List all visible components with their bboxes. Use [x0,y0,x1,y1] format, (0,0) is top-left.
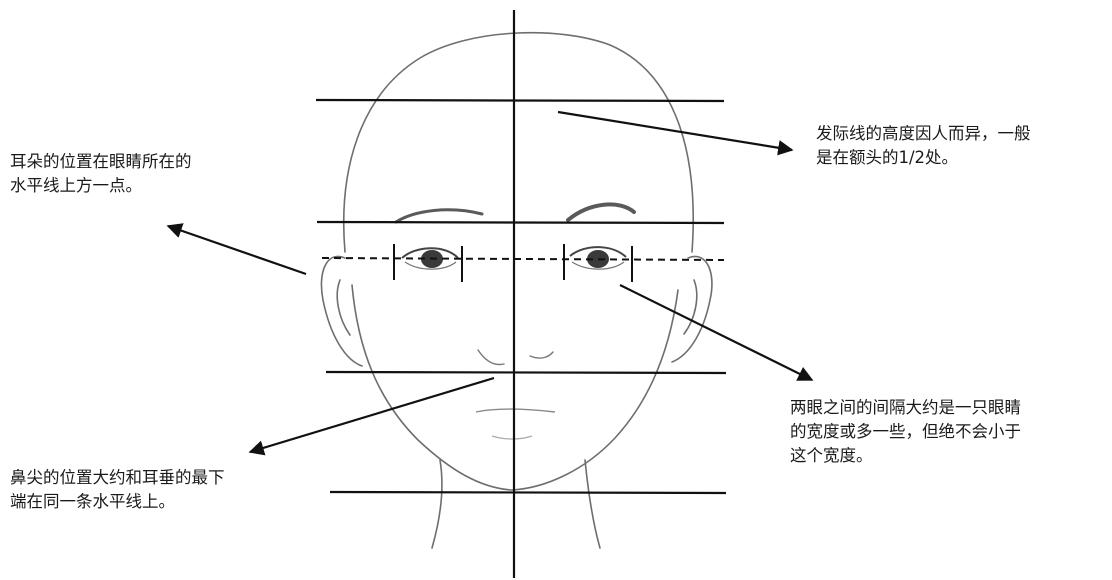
arrow-hairline [558,112,792,150]
arrows [168,112,812,452]
annotation-nose: 鼻尖的位置大约和耳垂的最下 端在同一条水平线上。 [10,466,225,514]
annotation-eye-gap: 两眼之间的间隔大约是一只眼睛 的宽度或多一些，但绝不会小于 这个宽度。 [790,396,1021,468]
right-eyebrow [568,204,634,220]
annotation-eye-gap-line-1: 两眼之间的间隔大约是一只眼睛 [790,396,1021,420]
annotation-ear: 耳朵的位置在眼睛所在的 水平线上方一点。 [10,150,192,198]
annotation-hairline: 发际线的高度因人而异，一般 是在额头的1/2处。 [816,122,1031,170]
brow-guide [317,222,724,223]
annotation-eye-gap-line-2: 的宽度或多一些，但绝不会小于 [790,420,1021,444]
arrow-eye-gap [620,285,812,380]
chin-guide [330,492,726,493]
annotation-nose-line-1: 鼻尖的位置大约和耳垂的最下 [10,466,225,490]
annotation-eye-gap-line-3: 这个宽度。 [790,444,1021,468]
annotation-hairline-line-2: 是在额头的1/2处。 [816,146,1031,170]
left-eyebrow [396,210,482,222]
eye-line-dashed [322,258,724,260]
right-eye [570,247,626,269]
annotation-nose-line-2: 端在同一条水平线上。 [10,490,225,514]
guide-lines [316,10,726,578]
annotation-ear-line-1: 耳朵的位置在眼睛所在的 [10,150,192,174]
annotation-ear-line-2: 水平线上方一点。 [10,174,192,198]
annotation-hairline-line-1: 发际线的高度因人而异，一般 [816,122,1031,146]
nose [478,350,553,364]
head-outline [321,33,712,548]
hairline-guide [316,100,724,101]
lower-lip [492,436,532,439]
nose-guide [326,372,726,373]
mouth [476,409,555,412]
arrow-nose [250,378,494,452]
arrow-ear [168,226,306,274]
